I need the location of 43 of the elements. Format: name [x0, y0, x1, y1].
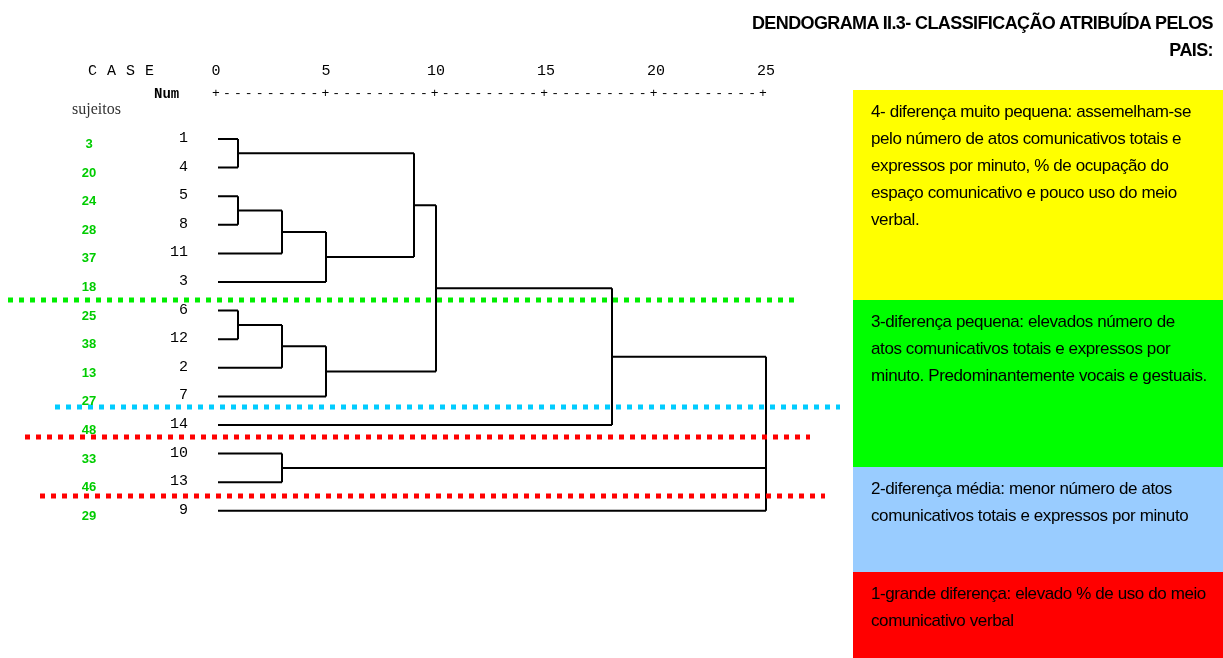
case-number: 14 [169, 416, 188, 433]
case-number: 10 [169, 444, 188, 462]
case-number: 5 [178, 187, 188, 205]
title: DENDOGRAMA II.3- CLASSIFICAÇÃO ATRIBUÍDA PELOS PAIS: [750, 11, 1213, 62]
case-number: 6 [178, 301, 188, 319]
subject-number: 33 [80, 450, 98, 466]
subject-number: 18 [80, 279, 98, 294]
legend-text: 3-diferença pequena: elevados número de atos comunicativos totais e expressos por minuto. Predominantemente vocais e gestuais. [871, 311, 1208, 387]
legend-text: 4- diferença muito pequena: assemelham-se pelo número de atos comunicativos totais e expressos por minuto, % de ocupação do espaço comunicativo e pouco uso do meio verbal. [871, 101, 1192, 231]
case-number: 7 [178, 387, 188, 405]
axis-tick-label: 15 [536, 63, 556, 80]
legend-text: 2-diferença média: menor número de atos comunicativos totais e expressos por minuto [871, 478, 1190, 527]
column-header: Num [154, 86, 180, 102]
case-number: 3 [178, 273, 188, 290]
subject-number: 46 [80, 479, 98, 495]
axis-ruler: +---------+---------+---------+---------+---------+ [212, 86, 771, 101]
case-number: 11 [169, 244, 188, 262]
subject-number: 13 [80, 364, 98, 380]
column-header: C A S E [88, 63, 155, 80]
subject-number: 20 [80, 164, 98, 180]
subject-number: 24 [80, 193, 98, 209]
legend-text: 1-grande diferença: elevado % de uso do meio comunicativo verbal [871, 583, 1207, 632]
axis-tick-label: 0 [210, 63, 222, 80]
subject-number: 38 [80, 336, 98, 352]
axis-tick-label: 10 [426, 63, 446, 80]
case-number: 8 [178, 215, 188, 233]
case-number: 13 [169, 473, 188, 491]
case-number: 1 [178, 130, 188, 147]
axis-tick-label: 5 [320, 63, 332, 80]
subject-number: 27 [80, 393, 98, 409]
axis-tick-label: 25 [756, 63, 776, 80]
subject-number: 25 [80, 307, 98, 323]
subject-number: 37 [80, 250, 98, 266]
case-number: 4 [178, 158, 188, 176]
axis-tick-label: 20 [646, 63, 666, 80]
case-number: 12 [169, 330, 188, 348]
case-number: 2 [178, 358, 188, 376]
subject-number: 3 [84, 136, 94, 151]
subject-number: 48 [80, 422, 98, 437]
subject-number: 29 [80, 507, 98, 523]
column-header: sujeitos [72, 100, 121, 118]
case-number: 9 [178, 501, 188, 519]
subject-number: 28 [80, 221, 98, 237]
